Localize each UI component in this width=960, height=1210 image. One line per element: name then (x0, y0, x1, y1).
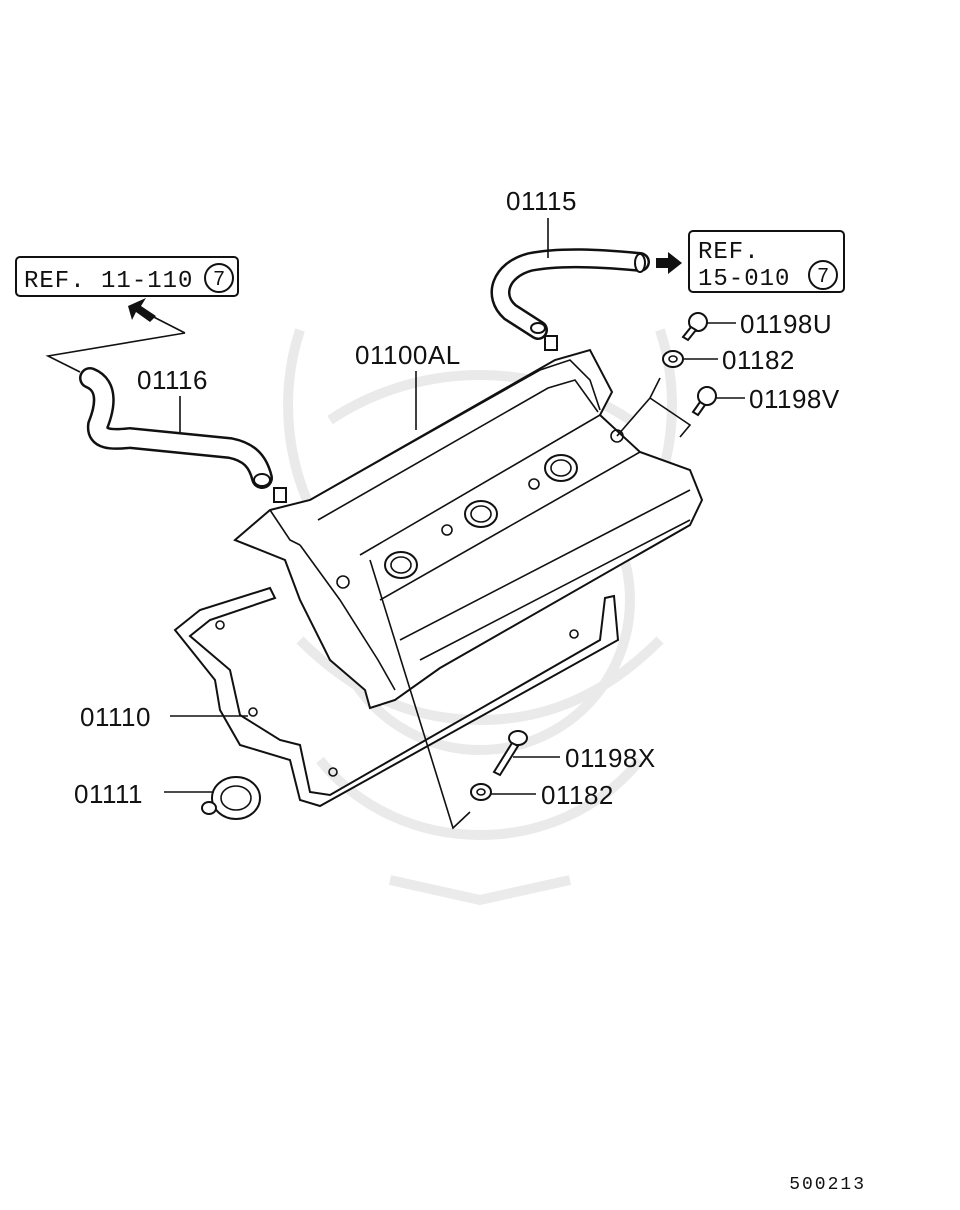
label-01182-top[interactable]: 01182 (722, 345, 795, 375)
leader-bolt-group-right (616, 377, 692, 438)
label-01116[interactable]: 01116 (137, 365, 208, 395)
ref-left-circled-number: 7 (213, 268, 224, 290)
ref-box-left[interactable]: REF. 11-110 7 (15, 256, 239, 297)
diagram-code: 500213 (789, 1175, 866, 1195)
leader-ref-left (45, 309, 186, 373)
seal-01111[interactable] (201, 776, 261, 820)
ref-right-circled-number: 7 (817, 265, 828, 287)
ref-box-right[interactable]: REF. 15-010 7 (688, 230, 845, 293)
hose-01116[interactable] (79, 367, 273, 489)
hose-01115[interactable] (490, 248, 650, 340)
label-01198X[interactable]: 01198X (565, 743, 656, 773)
bolt-01198X[interactable] (492, 730, 528, 777)
label-01115[interactable]: 01115 (506, 186, 577, 216)
ref-right-line1: REF. (698, 239, 760, 266)
washer-01182-top[interactable] (662, 350, 684, 368)
ref-left-text: REF. 11-110 (24, 268, 193, 295)
label-01198U[interactable]: 01198U (740, 309, 832, 339)
label-01198V[interactable]: 01198V (749, 384, 840, 414)
label-01100AL[interactable]: 01100AL (355, 340, 461, 370)
label-01111[interactable]: 01111 (74, 779, 143, 809)
leader-bolt-group-bottom (369, 559, 471, 830)
gasket-01110[interactable] (173, 586, 620, 808)
label-01182-bottom[interactable]: 01182 (541, 780, 614, 810)
label-01110[interactable]: 01110 (80, 702, 151, 732)
ref-right-line2: 15-010 (698, 266, 790, 293)
bolt-01198V[interactable] (691, 386, 717, 417)
bolt-01198U[interactable] (681, 312, 708, 342)
arrow-up-left-icon (128, 298, 156, 322)
rocker-cover-01100AL[interactable] (233, 335, 704, 710)
arrow-right-icon (656, 252, 682, 274)
washer-01182-bottom[interactable] (470, 783, 492, 801)
